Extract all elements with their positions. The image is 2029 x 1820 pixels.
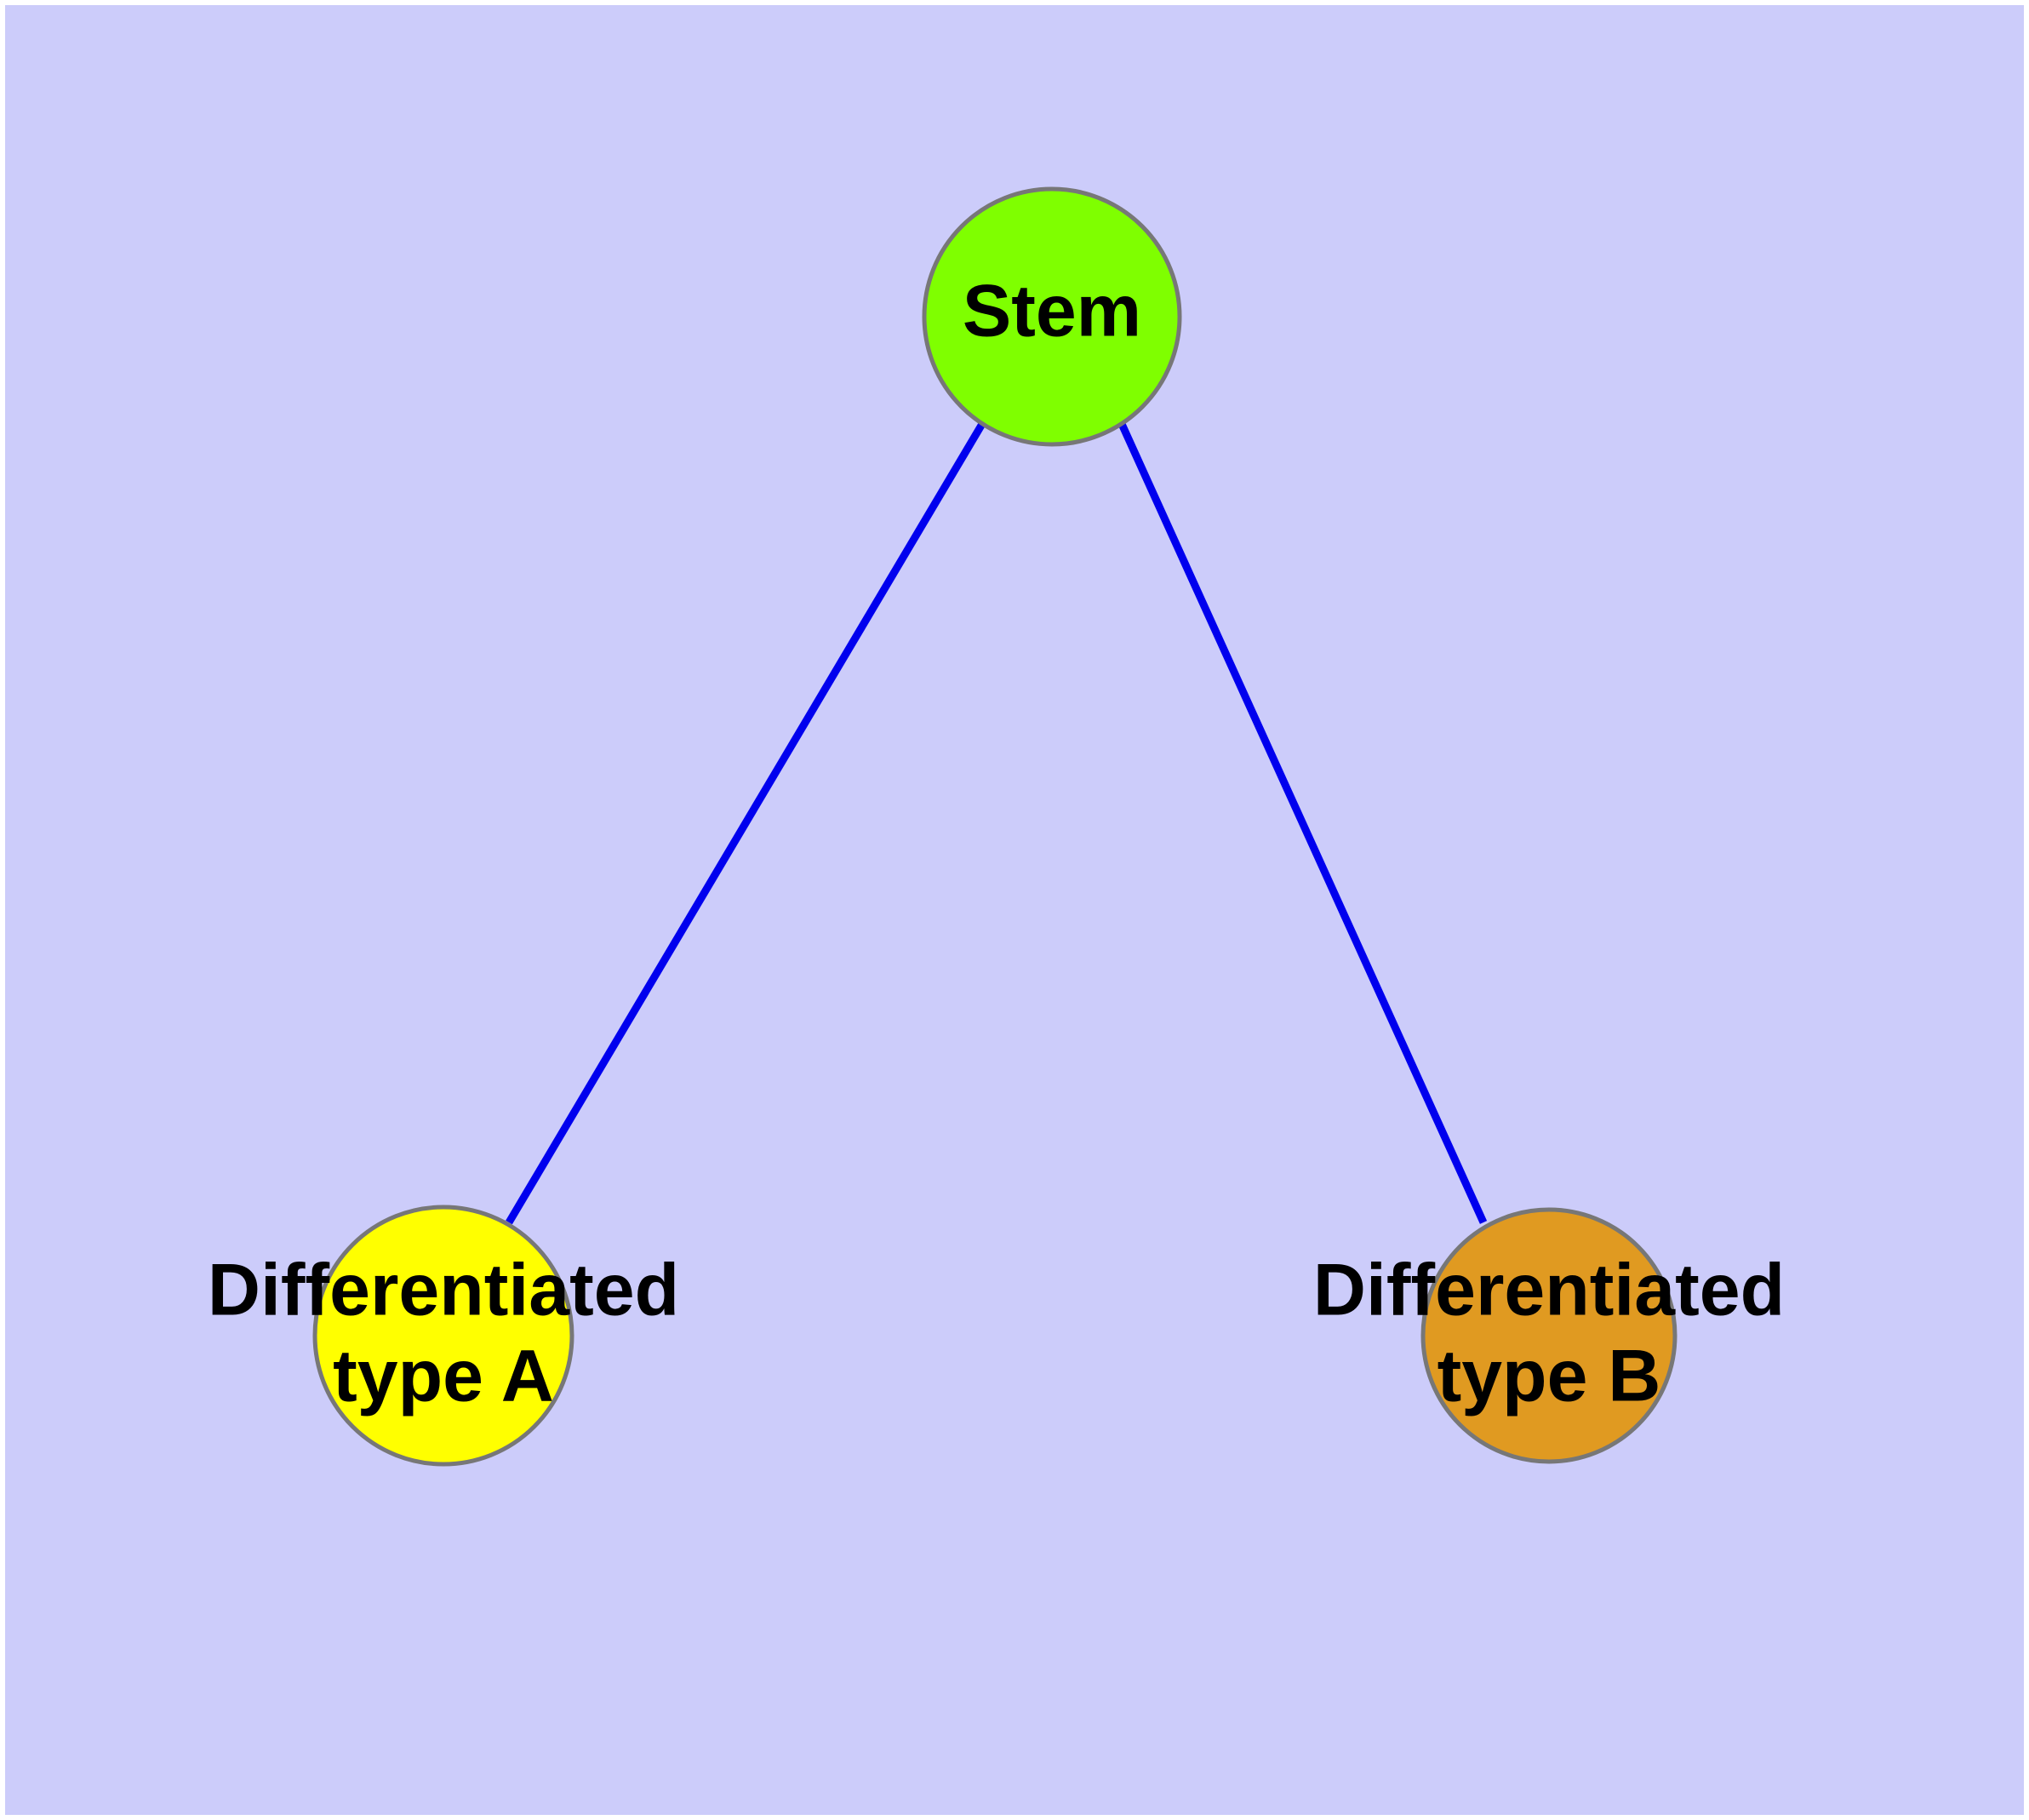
node-differentiated-type-b[interactable] [1420, 1207, 1677, 1464]
node-label-differentiated-type-b-line2: type B [1437, 1336, 1661, 1417]
node-label-differentiated-type-a-line2: type A [333, 1336, 554, 1417]
node-differentiated-type-a[interactable] [312, 1205, 574, 1467]
diagram-plot-area: Stem Differentiated type A Differentiate… [5, 5, 2024, 1815]
node-label-stem: Stem [963, 271, 1141, 352]
label-layer: Stem Differentiated type A Differentiate… [208, 271, 1785, 1417]
node-layer [312, 186, 1677, 1467]
node-label-differentiated-type-b-line1: Differentiated [1313, 1250, 1785, 1331]
edge-layer [506, 421, 1488, 1225]
node-stem[interactable] [922, 186, 1182, 447]
edge-stem-to-differentiated-type-a[interactable] [506, 421, 986, 1225]
edge-stem-to-differentiated-type-b[interactable] [1117, 422, 1488, 1224]
node-label-differentiated-type-a-line1: Differentiated [208, 1250, 679, 1331]
cell-differentiation-graph: Stem Differentiated type A Differentiate… [208, 186, 1785, 1467]
